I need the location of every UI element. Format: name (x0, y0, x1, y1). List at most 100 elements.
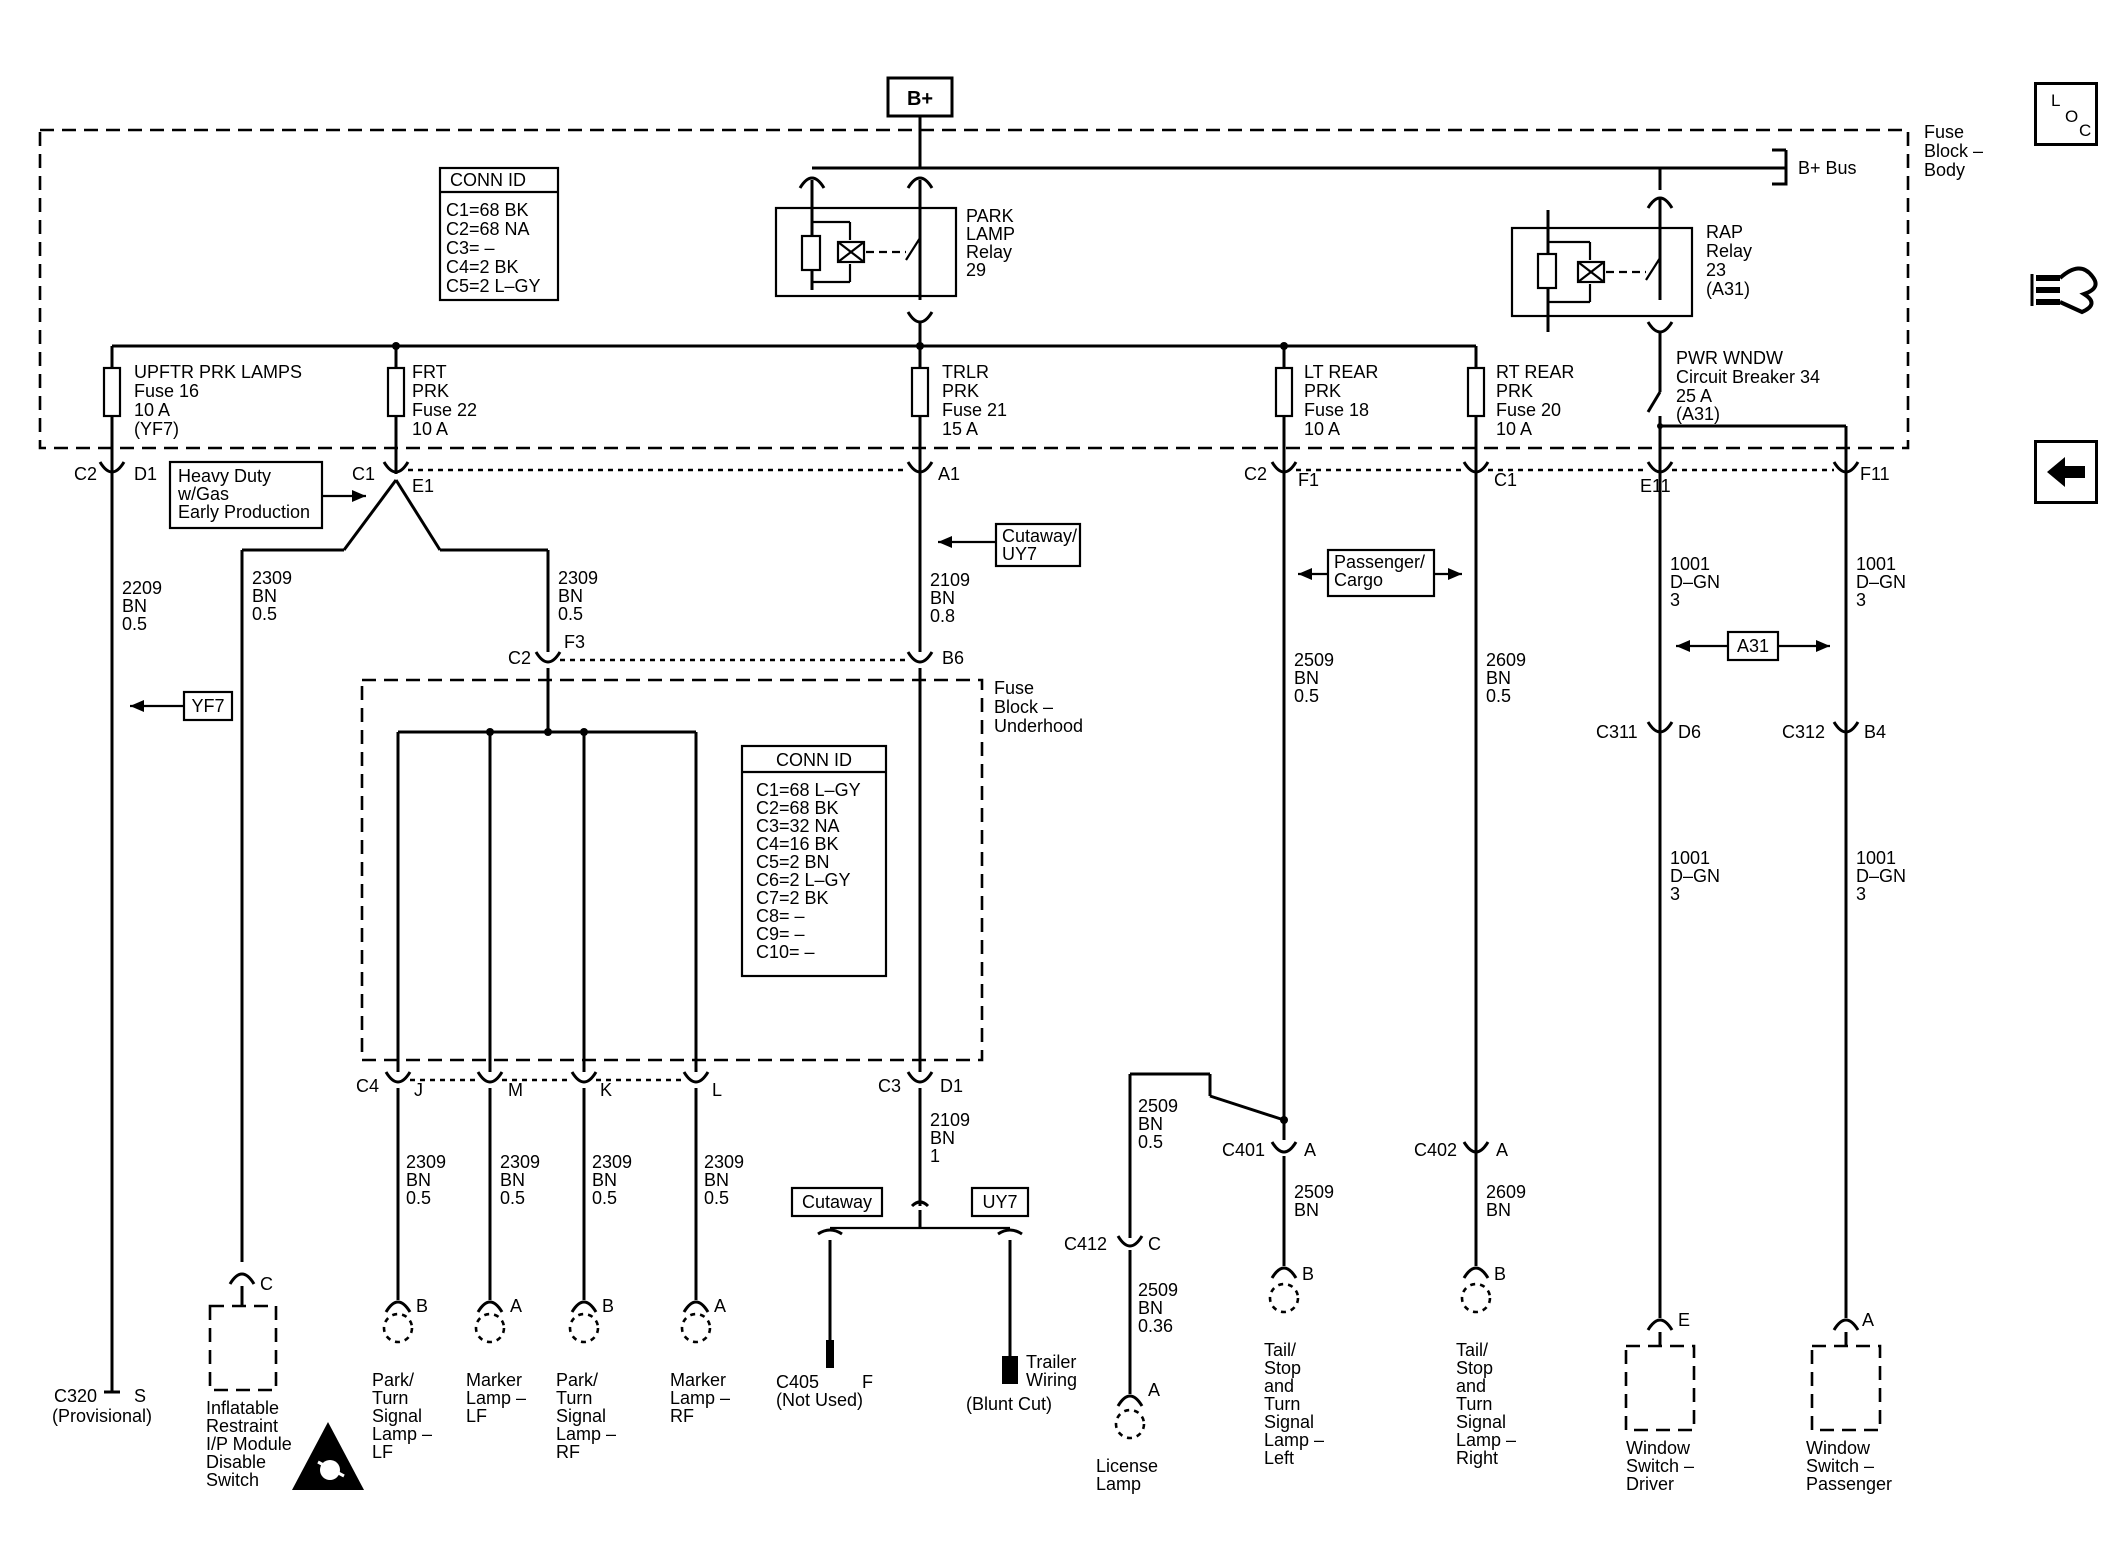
pin-label: A (510, 1296, 522, 1316)
breaker-label: Circuit Breaker 34 (1676, 367, 1820, 387)
wire-label: 2309 (500, 1152, 540, 1172)
connector-label: (Not Used) (776, 1390, 863, 1410)
fuse-label: PRK (942, 381, 979, 401)
underhood-label: Block – (994, 697, 1053, 717)
component-label: Signal (372, 1406, 422, 1426)
conn-id-body-table: CONN ID C1=68 BK C2=68 NA C3= – C4=2 BK … (438, 166, 560, 302)
component-label: Lamp – (1456, 1430, 1516, 1450)
component-label: License (1096, 1456, 1158, 1476)
fuse-label: Fuse 16 (134, 381, 199, 401)
component-label: LF (466, 1406, 487, 1426)
back-arrow-icon[interactable] (2034, 440, 2098, 504)
connector-label: C1 (1494, 470, 1517, 490)
marker-lamp-rf: A Marker Lamp – RF (670, 1296, 730, 1426)
rap-relay-label: (A31) (1706, 279, 1750, 299)
component-label: Stop (1264, 1358, 1301, 1378)
wire-label: 2509 (1294, 650, 1334, 670)
connector-label: C401 (1222, 1140, 1265, 1160)
connector-label: (Provisional) (52, 1406, 152, 1426)
park-lamp-relay: PARK LAMP Relay 29 (774, 166, 1015, 346)
connector-label: E11 (1640, 476, 1671, 496)
wire-label: BN (252, 586, 277, 606)
circuit-1001-driver: 1001 D–GN 3 C311 D6 1001 D–GN 3 E Window… (1596, 474, 1720, 1494)
circuit-2109-top: 2109 BN 0.8 Cutaway/ UY7 (918, 474, 1082, 652)
circuit-2309-branch: 2309 BN 0.5 2309 BN 0.5 (240, 479, 598, 1262)
note-text: Passenger/ (1334, 552, 1425, 572)
connector-label: C (1148, 1234, 1161, 1254)
wire-label: BN (592, 1170, 617, 1190)
wire-label: D–GN (1670, 572, 1720, 592)
wire-label: 0.5 (122, 614, 147, 634)
lamp-branches: 2309 BN 0.5 2309 BN 0.5 2309 BN 0.5 2309… (396, 1088, 744, 1300)
fuse-label: UPFTR PRK LAMPS (134, 362, 302, 382)
wire-label: 0.5 (704, 1188, 729, 1208)
pin-label: B (1494, 1264, 1506, 1284)
connector-label: B4 (1864, 722, 1886, 742)
connector-label: E1 (412, 476, 434, 496)
wire-label: 0.5 (1486, 686, 1511, 706)
connector-label: M (508, 1080, 523, 1100)
wire-label: 3 (1856, 590, 1866, 610)
component-label: RF (556, 1442, 580, 1462)
pin-label: A (714, 1296, 726, 1316)
pin-label: B (416, 1296, 428, 1316)
connector-label: C311 (1596, 722, 1638, 742)
conn-id-row: C6=2 L–GY (756, 870, 851, 890)
circuit-2209: 2209 BN 0.5 YF7 C320 S (Provisional) (52, 474, 234, 1426)
connector-label: C2 (1244, 464, 1267, 484)
wire-label: 0.5 (252, 604, 277, 624)
license-lamp: C412 C 2509 BN 0.36 A License Lamp (1064, 1234, 1178, 1494)
component-label: Lamp – (1264, 1430, 1324, 1450)
component-label: Tail/ (1456, 1340, 1488, 1360)
component-label: Window (1626, 1438, 1691, 1458)
component-label: Driver (1626, 1474, 1674, 1494)
component-label: (Blunt Cut) (966, 1394, 1052, 1414)
wire-label: 2209 (122, 578, 162, 598)
connector-label: C412 (1064, 1234, 1107, 1254)
component-label: Disable (206, 1452, 266, 1472)
connector-label: J (414, 1080, 423, 1100)
connector-label: C3 (878, 1076, 901, 1096)
b-plus-source: B+ (886, 76, 954, 168)
connector-label: B6 (942, 648, 964, 668)
fuse-18: LT REAR PRK Fuse 18 10 A (1274, 346, 1378, 474)
wire-label: 0.36 (1138, 1316, 1173, 1336)
fuse-label: 10 A (1496, 419, 1532, 439)
component-label: Signal (556, 1406, 606, 1426)
component-label: LF (372, 1442, 393, 1462)
wire-label: BN (500, 1170, 525, 1190)
wire-label: 2309 (592, 1152, 632, 1172)
component-label: Turn (1264, 1394, 1300, 1414)
component-label: Signal (1264, 1412, 1314, 1432)
wire-label: BN (930, 588, 955, 608)
underhood-label: Fuse (994, 678, 1034, 698)
connector-label: D1 (940, 1076, 963, 1096)
wire-label: 2509 (1138, 1280, 1178, 1300)
component-label: Park/ (556, 1370, 598, 1390)
underhood-label: Underhood (994, 716, 1083, 736)
connector-label: F11 (1860, 464, 1890, 484)
circuit-breaker-34: PWR WNDW Circuit Breaker 34 25 A (A31) (1646, 348, 1848, 474)
component-label: Marker (466, 1370, 522, 1390)
fuse-22: FRT PRK Fuse 22 10 A (386, 346, 477, 474)
pin-label: C (260, 1274, 273, 1294)
loc-icon[interactable]: L O C (2034, 82, 2098, 146)
note-text: Early Production (178, 502, 310, 522)
loc-letter-o: O (2065, 107, 2079, 126)
connector-label: C4 (356, 1076, 379, 1096)
component-label: and (1264, 1376, 1294, 1396)
rap-relay-label: RAP (1706, 222, 1743, 242)
connector-label: L (712, 1080, 722, 1100)
connector-label: F1 (1298, 470, 1319, 490)
airbag-warning-icon (292, 1422, 364, 1490)
harness-icon[interactable] (2030, 252, 2102, 328)
note-text: Heavy Duty (178, 466, 271, 486)
wire-label: BN (1486, 668, 1511, 688)
fuse-label: 15 A (942, 419, 978, 439)
fuse-block-body-label-2: Block – (1924, 141, 1983, 161)
fuse-20: RT REAR PRK Fuse 20 10 A (1466, 346, 1574, 474)
wire-label: D–GN (1856, 866, 1906, 886)
back-arrow-graphic (2047, 457, 2085, 487)
wire-label: 1001 (1670, 848, 1710, 868)
